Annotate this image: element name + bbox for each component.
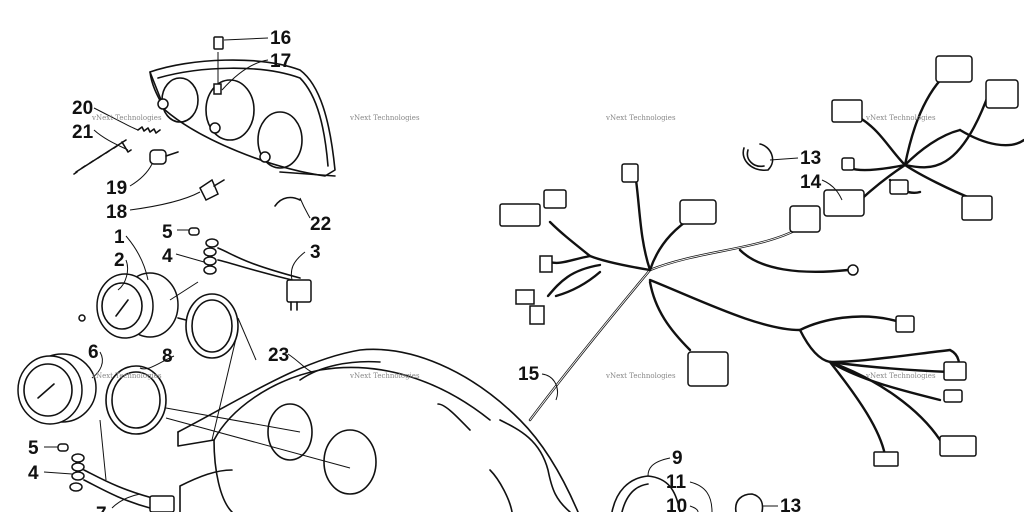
- clamp-part-13-upper: [742, 143, 774, 171]
- bulb-sockets-lower: [57, 443, 175, 512]
- clip-part-16: [213, 36, 224, 84]
- callout-20: 20: [72, 98, 93, 119]
- callout-18: 18: [106, 202, 127, 223]
- gauge-ring-part-8-upper: [185, 293, 239, 359]
- watermark-8: vNext Technologies: [865, 372, 936, 380]
- callout-1: 1: [114, 227, 125, 248]
- callout-15: 15: [518, 364, 540, 385]
- callout-9: 9: [672, 448, 683, 469]
- callout-labels: 16 17 20 21 19 18 22 5 4 1 2 3 6 8 23 5 …: [28, 28, 822, 512]
- gauge-part-1: [78, 272, 187, 339]
- bulb-socket-part-18: [199, 178, 225, 202]
- gauge-ring-part-8-lower: [105, 365, 167, 435]
- bulb-sockets-upper: [188, 227, 312, 311]
- watermark-7: vNext Technologies: [605, 372, 676, 380]
- harness-connectors: [499, 55, 1019, 467]
- callout-5-upper: 5: [162, 222, 173, 243]
- callout-13-upper: 13: [800, 148, 821, 169]
- watermark-1: vNext Technologies: [91, 114, 162, 122]
- assembly-lines: [99, 281, 351, 481]
- callout-13-lower: 13: [780, 496, 801, 512]
- callout-23: 23: [268, 345, 289, 366]
- callout-8: 8: [162, 346, 173, 367]
- watermark-3: vNext Technologies: [605, 114, 676, 122]
- callout-11: 11: [666, 472, 687, 493]
- callout-17: 17: [270, 51, 291, 72]
- callout-21: 21: [72, 122, 94, 143]
- callout-5-lower: 5: [28, 438, 39, 459]
- callout-leaders: [43, 37, 843, 512]
- callout-3: 3: [310, 242, 321, 263]
- watermark-4: vNext Technologies: [865, 114, 936, 122]
- headlight-housing: [149, 59, 336, 177]
- watermarks: vNext Technologies vNext Technologies vN…: [91, 114, 936, 380]
- wiring-harness-part-15: [528, 73, 1024, 457]
- callout-4-lower: 4: [28, 463, 39, 484]
- clamp-part-13-lower: [734, 493, 764, 512]
- gauge-part-6: [17, 353, 97, 425]
- instrument-panel-part-23: [177, 348, 579, 512]
- callout-2: 2: [114, 250, 125, 271]
- watermark-5: vNext Technologies: [91, 372, 162, 380]
- watermark-6: vNext Technologies: [349, 372, 420, 380]
- callout-6: 6: [88, 342, 99, 363]
- watermark-2: vNext Technologies: [349, 114, 420, 122]
- callout-7: 7: [96, 504, 107, 512]
- callout-16: 16: [270, 28, 291, 49]
- callout-22: 22: [310, 214, 331, 235]
- callout-14: 14: [800, 172, 822, 193]
- callout-19: 19: [106, 178, 127, 199]
- callout-4-upper: 4: [162, 246, 173, 267]
- wire-part-22: [274, 196, 301, 207]
- callout-10: 10: [666, 496, 687, 512]
- bulb-part-19: [149, 149, 179, 165]
